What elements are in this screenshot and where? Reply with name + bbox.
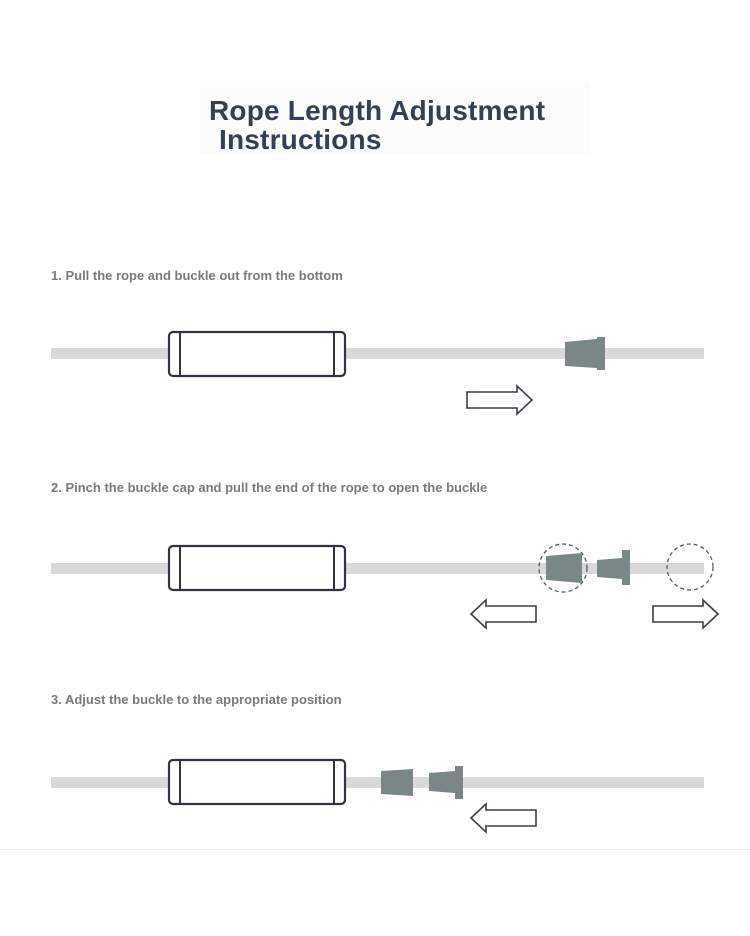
step-2-label: 2. Pinch the buckle cap and pull the end…	[51, 480, 488, 495]
page-title: Rope Length Adjustment Instructions	[209, 96, 545, 154]
buckle	[597, 550, 630, 585]
divider	[0, 849, 750, 850]
title-line-2: Instructions	[219, 124, 382, 155]
buckle	[565, 337, 605, 370]
arrow-left-icon	[469, 802, 537, 834]
handle	[167, 758, 347, 806]
step-1-illustration	[51, 330, 704, 416]
highlight-circle	[666, 543, 714, 591]
buckle-cap	[381, 769, 413, 796]
step-2-illustration	[51, 543, 720, 630]
arrow-left-icon	[469, 598, 537, 630]
rope	[51, 777, 704, 788]
title-banner: Rope Length Adjustment Instructions	[200, 82, 590, 154]
step-3-illustration	[51, 758, 704, 834]
handle	[167, 544, 347, 592]
buckle-cap	[546, 553, 582, 583]
arrow-right-icon	[466, 384, 534, 416]
handle	[167, 330, 347, 378]
step-3-label: 3. Adjust the buckle to the appropriate …	[51, 692, 342, 707]
arrow-right-icon	[652, 598, 720, 630]
rope	[51, 563, 704, 574]
step-1-label: 1. Pull the rope and buckle out from the…	[51, 268, 343, 283]
highlight-circle	[538, 543, 588, 593]
rope	[51, 348, 704, 359]
buckle	[429, 766, 463, 799]
title-line-1: Rope Length Adjustment	[209, 95, 546, 126]
